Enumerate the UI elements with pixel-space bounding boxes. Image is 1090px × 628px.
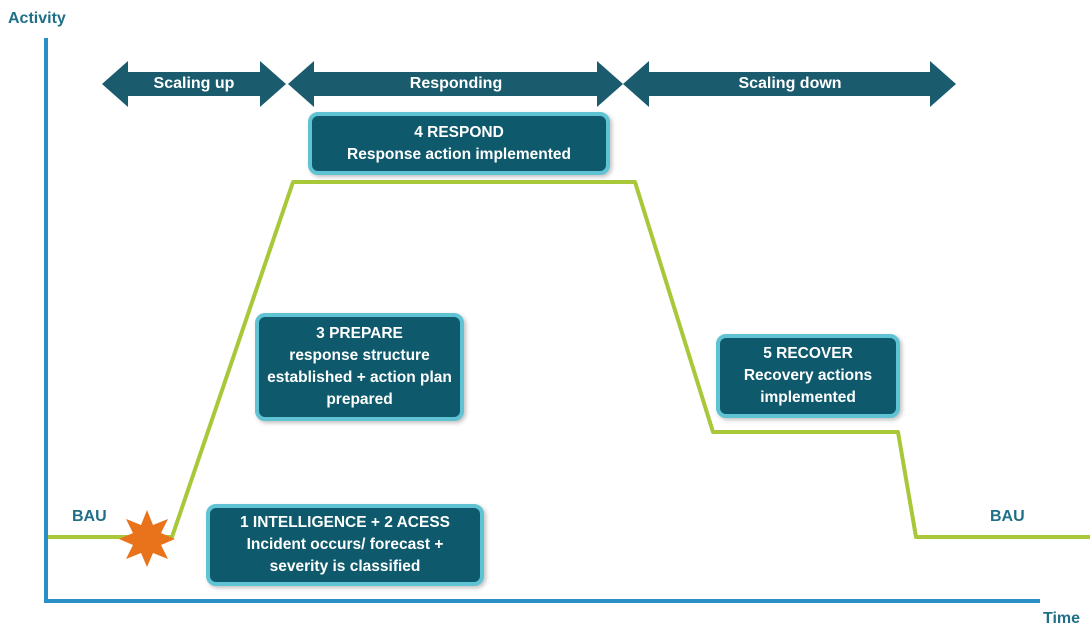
- stage-box-prepare: 3 PREPARE response structure established…: [255, 313, 464, 421]
- phase-label-scaling-down: Scaling down: [738, 75, 842, 92]
- stage-line: Recovery actions: [743, 367, 873, 384]
- activity-curve: [48, 180, 1090, 539]
- stage-title: 3 PREPARE: [316, 325, 403, 342]
- stage-title: 5 RECOVER: [763, 345, 853, 362]
- stage-line: response structure: [289, 347, 430, 364]
- phase-label-responding: Responding: [409, 75, 503, 92]
- stage-line: Incident occurs/ forecast +: [246, 536, 444, 553]
- stage-title: 1 INTELLIGENCE + 2 ACESS: [239, 514, 450, 531]
- stage-line: severity is classified: [269, 558, 421, 575]
- stage-box-intelligence: 1 INTELLIGENCE + 2 ACESS Incident occurs…: [206, 504, 484, 586]
- bau-label-left: BAU: [72, 508, 107, 525]
- phase-arrow-scaling-down: [623, 61, 956, 107]
- y-axis-label: Activity: [8, 10, 66, 27]
- x-axis-label: Time: [1043, 610, 1081, 627]
- incident-burst-icon: [119, 510, 175, 567]
- stage-line: Response action implemented: [347, 145, 571, 163]
- stage-box-respond: 4 RESPOND Response action implemented: [308, 112, 610, 175]
- phase-arrow-scaling-up: [102, 61, 286, 107]
- stage-title: 4 RESPOND: [414, 123, 504, 141]
- phase-arrow-responding: [288, 61, 623, 107]
- phase-label-scaling-up: Scaling up: [153, 75, 235, 92]
- stage-line: implemented: [760, 389, 856, 406]
- stage-box-recover: 5 RECOVER Recovery actions implemented: [716, 334, 900, 418]
- stage-line: prepared: [326, 391, 393, 408]
- stage-line: established + action plan: [267, 369, 452, 386]
- bau-label-right: BAU: [990, 508, 1025, 525]
